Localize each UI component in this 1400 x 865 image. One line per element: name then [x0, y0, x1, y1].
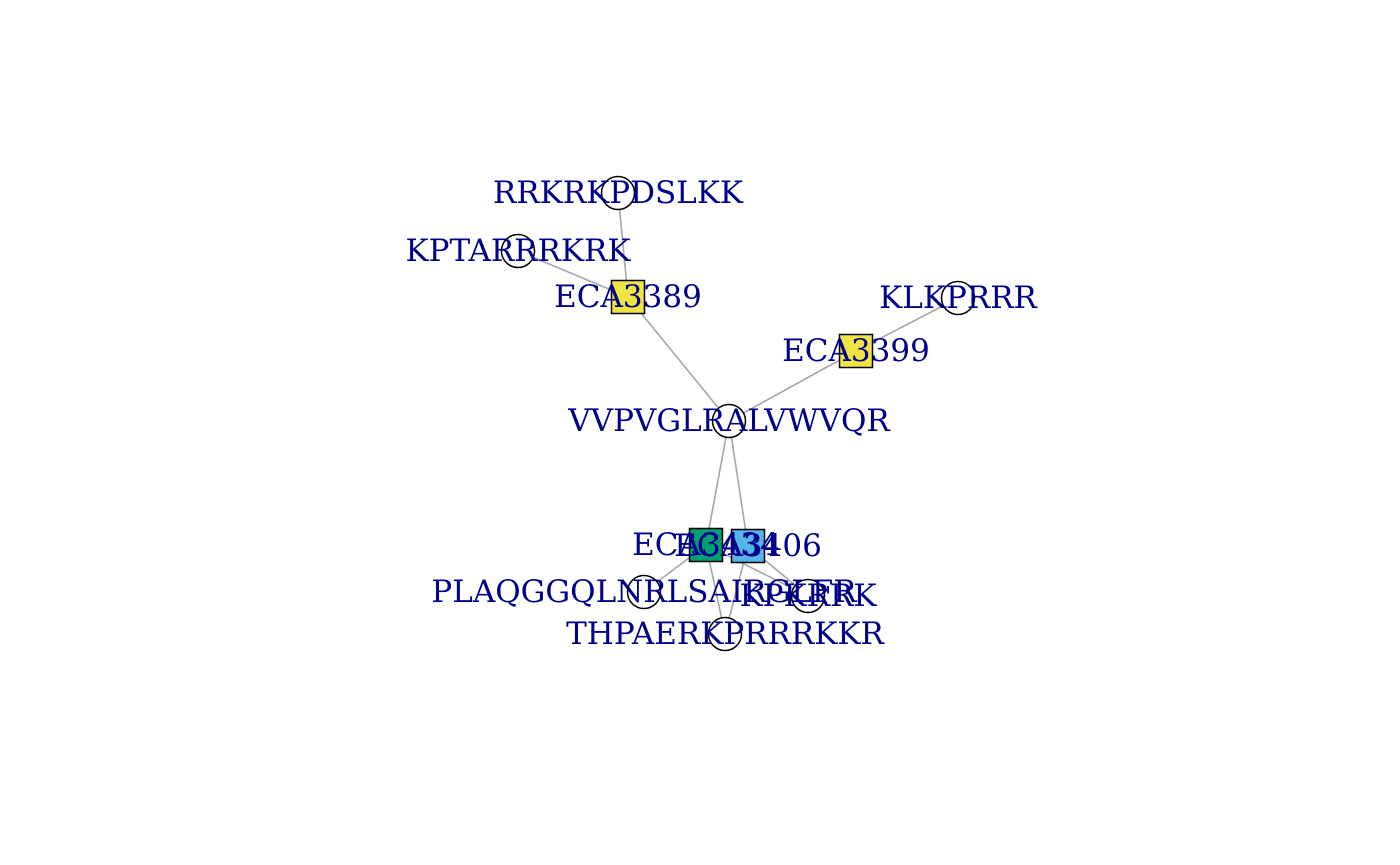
protein-node-eca3406 [730, 528, 766, 564]
node-label-eca3434: ECA3434 [632, 527, 780, 563]
node-label-vvpvglralvwvqr: VVPVGLRALVWVQR [567, 403, 891, 439]
node-label-kptarrrkrk: KPTARRRKRK [405, 233, 631, 269]
edge-eca3389-vvpvglralvwvqr [627, 296, 730, 422]
peptide-node-rrkrkpdslkk [600, 175, 636, 211]
edge-kptarrrkrk-eca3389 [517, 250, 629, 298]
protein-node-eca3434 [688, 527, 724, 563]
node-label-plaqggqlnrlsairglfr: PLAQGGQLNRLSAIRGLFR [431, 574, 858, 610]
peptide-node-kptarrrkrk [500, 233, 536, 269]
node-label-eca3406: ECA3406 [674, 528, 822, 564]
peptide-node-vvpvglralvwvqr [711, 403, 747, 439]
node-label-kpkrrk: KPKRRK [739, 578, 877, 614]
node-label-thpaerkprrrkkr: THPAERKPRRRKKR [566, 616, 885, 652]
edge-vvpvglralvwvqr-eca3434 [705, 420, 730, 546]
peptide-node-kpkrrk [790, 578, 826, 614]
peptide-node-klkprrr [940, 280, 976, 316]
node-label-eca3389: ECA3389 [554, 279, 702, 315]
peptide-node-thpaerkprrrkkr [707, 616, 743, 652]
edge-vvpvglralvwvqr-eca3406 [728, 420, 749, 547]
node-label-klkprrr: KLKPRRR [879, 280, 1038, 316]
edge-eca3399-vvpvglralvwvqr [728, 350, 857, 422]
node-label-rrkrkpdslkk: RRKRKPDSLKK [493, 175, 744, 211]
protein-node-eca3399 [838, 333, 874, 369]
edge-rrkrkpdslkk-eca3389 [617, 192, 629, 298]
protein-node-eca3389 [610, 279, 646, 315]
peptide-node-plaqggqlnrlsairglfr [626, 574, 662, 610]
nodes-layer [500, 175, 976, 652]
node-label-eca3399: ECA3399 [782, 333, 930, 369]
